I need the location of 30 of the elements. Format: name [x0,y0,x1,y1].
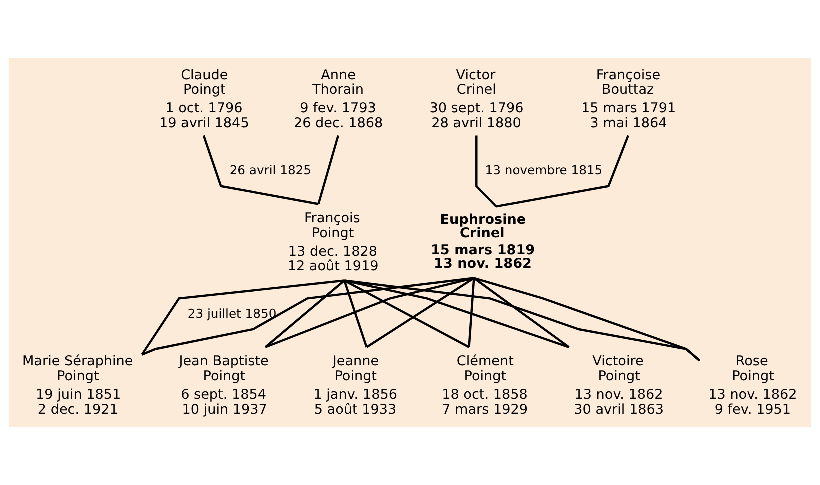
node-text: Claude Poingt 1 oct. 1796 19 avril 1845 [159,67,250,132]
edge-label: 26 avril 1825 [230,164,312,178]
node-text: Rose Poingt 13 nov. 1862 9 fev. 1951 [708,354,798,418]
edge-label: 13 novembre 1815 [485,164,603,178]
node-text: Victor Crinel 30 sept. 1796 28 avril 1880 [430,67,524,132]
node-text: Victoire Poingt 13 nov. 1862 30 avril 1863 [574,354,664,418]
node-text: Françoise Bouttaz 15 mars 1791 3 mai 1864 [582,67,676,132]
node-text: Marie Séraphine Poingt 19 juin 1851 2 dec. 1921 [22,354,134,418]
connector [474,277,570,348]
edge-label: 23 juillet 1850 [188,306,277,321]
node-text: Jean Baptiste Poingt 6 sept. 1854 10 juin 1937 [179,354,269,418]
connector [202,135,319,206]
connector [141,280,345,356]
connector [366,277,475,348]
connector [476,136,498,208]
connector [468,278,476,348]
node-text: Clément Poingt 18 oct. 1858 7 mars 1929 [442,354,528,418]
connector [344,280,368,348]
node-text: François Poingt 13 dec. 1828 12 août 1919 [288,210,379,275]
connector [265,277,474,348]
connector [264,280,346,348]
connector [344,280,470,348]
connector [142,277,474,356]
connector [496,135,630,208]
node-text: Euphrosine Crinel 15 mars 1819 13 nov. 1862 [430,212,536,272]
connector [344,280,570,348]
node-text: Jeanne Poingt 1 janv. 1856 5 août 1933 [314,354,398,418]
connector [474,277,701,362]
node-text: Anne Thorain 9 fev. 1793 26 dec. 1868 [294,67,384,132]
connector [318,135,340,205]
